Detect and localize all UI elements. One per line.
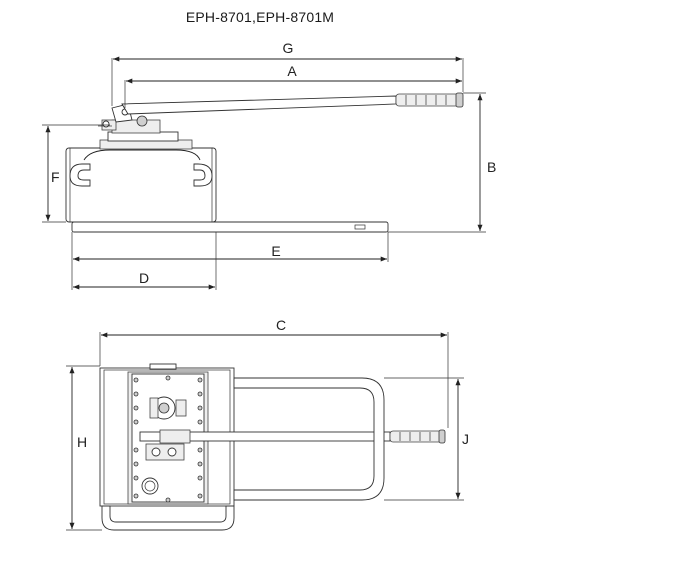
plate-bolts	[133, 375, 203, 503]
dim-g-label: G	[283, 40, 294, 56]
top-lever-grip	[389, 430, 443, 443]
drawing-title: EPH-8701,EPH-8701M	[185, 9, 335, 25]
bottom-handle	[101, 505, 235, 531]
side-view: G A B F E D	[42, 40, 496, 290]
dim-d-label: D	[139, 270, 149, 286]
dim-a-label: A	[287, 63, 297, 79]
lever-grip	[395, 93, 461, 107]
filler-cap	[141, 477, 159, 495]
base-plate-slot	[354, 224, 366, 230]
dim-f-label: F	[51, 169, 60, 185]
frame-handle	[233, 377, 385, 501]
dim-b-label: B	[487, 159, 496, 175]
dim-c-label: C	[276, 317, 286, 333]
carry-handle	[69, 163, 91, 187]
top-view: C H J	[66, 317, 469, 531]
pump-lever	[121, 95, 397, 115]
base-plate	[71, 221, 389, 233]
dim-h-label: H	[77, 434, 87, 450]
dim-j-label: J	[462, 431, 469, 447]
dim-e-label: E	[271, 243, 280, 259]
